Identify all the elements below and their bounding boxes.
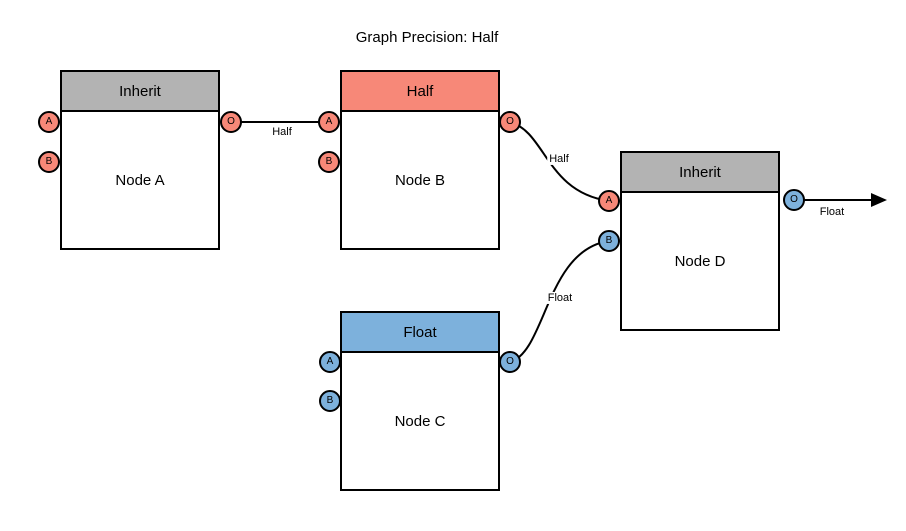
node-b-port-a[interactable]: A [318,111,340,133]
node-d[interactable]: Inherit Node D [620,151,780,331]
node-a-port-a[interactable]: A [38,111,60,133]
graph-title: Graph Precision: Half [355,29,499,46]
node-c[interactable]: Float Node C [340,311,500,491]
node-c-label: Node C [394,412,446,430]
node-d-port-o[interactable]: O [783,189,805,211]
node-c-header: Float [342,313,498,353]
node-a-label: Node A [115,171,165,189]
node-d-port-a[interactable]: A [598,190,620,212]
output-arrowhead-icon [871,193,887,207]
node-a-port-b[interactable]: B [38,151,60,173]
node-c-port-o[interactable]: O [499,351,521,373]
edge-label-b-to-d: Half [547,152,571,166]
node-d-port-b[interactable]: B [598,230,620,252]
edge-label-c-to-d: Float [545,291,575,305]
node-a[interactable]: Inherit Node A [60,70,220,250]
edge-label-d-output: Float [817,205,847,219]
node-b-port-b[interactable]: B [318,151,340,173]
node-d-label: Node D [674,252,726,270]
edge-label-a-to-b: Half [270,125,294,139]
node-b-header: Half [342,72,498,112]
node-c-port-a[interactable]: A [319,351,341,373]
node-b[interactable]: Half Node B [340,70,500,250]
node-c-port-b[interactable]: B [319,390,341,412]
node-a-port-o[interactable]: O [220,111,242,133]
node-a-header: Inherit [62,72,218,112]
node-b-label: Node B [394,171,446,189]
node-b-port-o[interactable]: O [499,111,521,133]
node-d-header: Inherit [622,153,778,193]
